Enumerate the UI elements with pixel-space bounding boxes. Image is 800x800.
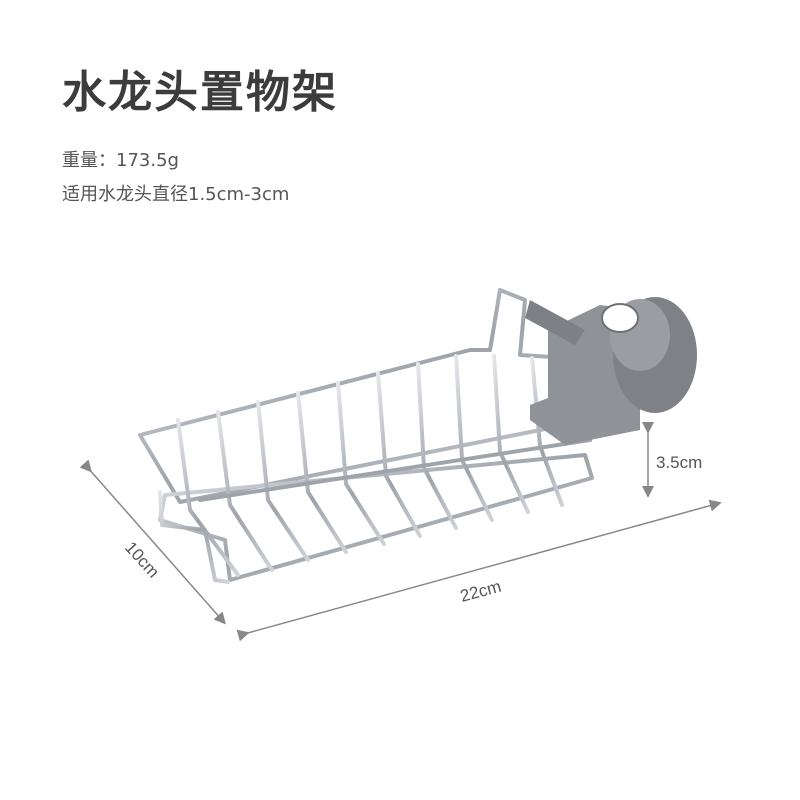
product-title: 水龙头置物架 xyxy=(62,67,338,118)
faucet-clamp xyxy=(525,297,697,445)
length-label: 22cm xyxy=(458,577,503,606)
depth-label: 10cm xyxy=(121,538,163,582)
height-label: 3.5cm xyxy=(656,453,702,472)
weight-spec: 重量：173.5g xyxy=(62,150,179,171)
length-dimension: 22cm xyxy=(236,499,722,642)
height-dimension: 3.5cm xyxy=(642,422,702,498)
faucet-diameter-spec: 适用水龙头直径1.5cm-3cm xyxy=(62,184,290,205)
sink-rack-basket xyxy=(138,288,602,584)
